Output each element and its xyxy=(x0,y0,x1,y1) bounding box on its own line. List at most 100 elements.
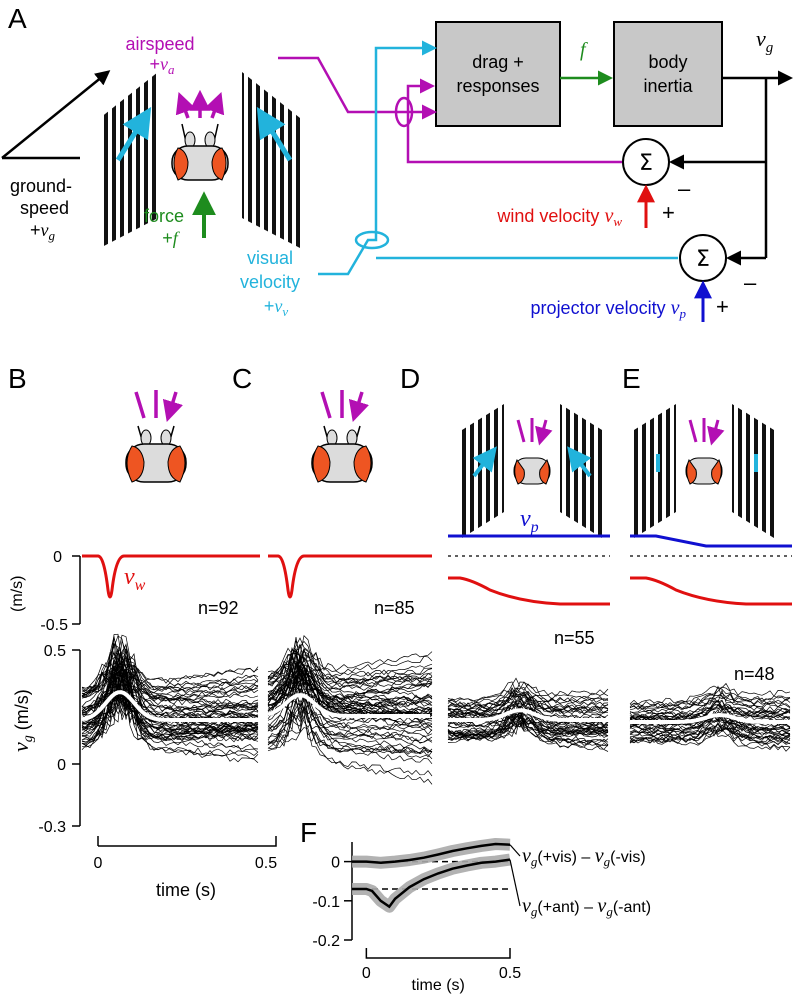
vg-trace xyxy=(629,715,791,736)
force-label: force xyxy=(144,206,184,226)
wind-trace-e xyxy=(630,576,792,606)
plus-projector: + xyxy=(716,294,729,319)
vg-trace xyxy=(447,720,609,750)
axis-x-f xyxy=(365,948,511,959)
vg-trace xyxy=(629,720,791,738)
wind-trace-b xyxy=(82,554,260,599)
vg-trace xyxy=(267,669,433,704)
vg-trace xyxy=(629,727,791,745)
vp-label: vp xyxy=(520,506,539,536)
airspeed-loop xyxy=(394,96,414,128)
wind-velocity-label: wind velocity vw xyxy=(496,205,622,229)
series-line-1 xyxy=(352,858,511,909)
vg-trace xyxy=(629,723,791,741)
airspeed-var: +va xyxy=(149,54,175,77)
sum-symbol-wind: Σ xyxy=(639,151,653,176)
vg-trace xyxy=(447,689,609,721)
vg-trace xyxy=(81,682,259,733)
drag-box-label-2: responses xyxy=(456,76,539,96)
n-label-e: n=48 xyxy=(734,664,775,684)
vg-mean-trace xyxy=(448,708,610,722)
vg-trace xyxy=(629,699,791,722)
vg-trace xyxy=(629,695,791,719)
body-inertia-box xyxy=(613,21,723,127)
vg-trace xyxy=(267,673,433,718)
vg-trace xyxy=(81,696,259,750)
sum-symbol-projector: Σ xyxy=(696,247,710,272)
series-line-0 xyxy=(352,842,511,865)
vg-trace xyxy=(447,711,609,740)
vg-trace xyxy=(629,722,791,744)
vg-trace xyxy=(267,700,433,744)
series-leader-1 xyxy=(509,859,521,907)
vg-trace xyxy=(629,728,791,744)
vg-trace xyxy=(267,648,433,706)
vg-trace xyxy=(447,681,609,707)
rig-e xyxy=(634,404,774,538)
n-label-d: n=55 xyxy=(554,628,595,648)
panel-label-e: E xyxy=(622,363,641,394)
body-box-label-2: inertia xyxy=(643,76,693,96)
vg-traces-c xyxy=(267,634,433,785)
tick-top-0: 0 xyxy=(53,549,62,566)
vg-trace xyxy=(81,686,259,759)
vg-trace xyxy=(81,677,259,743)
xlabel-time: time (s) xyxy=(156,880,216,900)
vg-trace xyxy=(447,691,609,715)
vg-trace xyxy=(447,677,609,704)
visual-velocity-var: +vv xyxy=(264,296,289,319)
vg-trace xyxy=(267,666,433,712)
tick-bot-1: 0 xyxy=(57,757,66,774)
vg-trace xyxy=(447,686,609,710)
panel-label-c: C xyxy=(232,363,252,394)
vg-mean-trace xyxy=(267,693,430,718)
vw-label: vw xyxy=(124,564,146,594)
vg-output-label: vg xyxy=(756,26,774,56)
minus-projector: – xyxy=(744,270,757,295)
vg-trace xyxy=(81,644,259,709)
vg-traces-b xyxy=(81,633,259,764)
vg-trace xyxy=(629,704,791,722)
vg-trace xyxy=(629,692,791,708)
groundspeed-label-1: ground- xyxy=(10,176,72,196)
vg-trace xyxy=(629,685,791,711)
ytick-f: 0 xyxy=(331,855,340,872)
xtick-0: 0 xyxy=(94,855,103,872)
vg-trace xyxy=(267,637,433,687)
axis-wind xyxy=(72,555,81,625)
drag-box-label-1: drag + xyxy=(472,52,524,72)
axis-vg xyxy=(72,649,81,827)
vg-trace xyxy=(267,699,433,760)
vg-trace xyxy=(267,660,433,703)
vg-trace xyxy=(267,637,433,682)
xlabel-f: time (s) xyxy=(412,977,465,994)
force-var: +f xyxy=(162,228,181,248)
projector-velocity-label: projector velocity vp xyxy=(531,297,687,321)
vg-trace xyxy=(629,727,791,746)
vg-trace xyxy=(629,700,791,725)
vg-trace xyxy=(267,640,433,683)
vg-trace xyxy=(267,699,433,754)
ylabel-wind: (m/s) xyxy=(9,576,26,612)
vg-trace xyxy=(267,686,433,737)
projector-trace-e xyxy=(630,534,792,548)
vg-trace xyxy=(81,648,259,712)
vg-trace xyxy=(447,681,609,702)
vg-trace xyxy=(629,728,791,752)
series-leader-0 xyxy=(509,844,521,857)
vg-traces-d xyxy=(447,677,610,752)
ytick-f: -0.2 xyxy=(312,933,340,950)
wind-trace-c xyxy=(268,554,432,599)
vg-trace xyxy=(81,693,259,747)
panel-label-a: A xyxy=(8,3,27,34)
panel-label-f: F xyxy=(300,817,317,848)
vg-trace xyxy=(81,698,259,756)
vg-trace xyxy=(267,699,433,746)
xtick-f-1: 0.5 xyxy=(499,965,521,982)
fly-head-icon-c xyxy=(311,390,372,483)
rig-d xyxy=(462,404,602,538)
tick-bot-2: -0.3 xyxy=(38,819,66,836)
wind-trace-d xyxy=(448,576,610,606)
fly-head-icon xyxy=(171,123,229,181)
